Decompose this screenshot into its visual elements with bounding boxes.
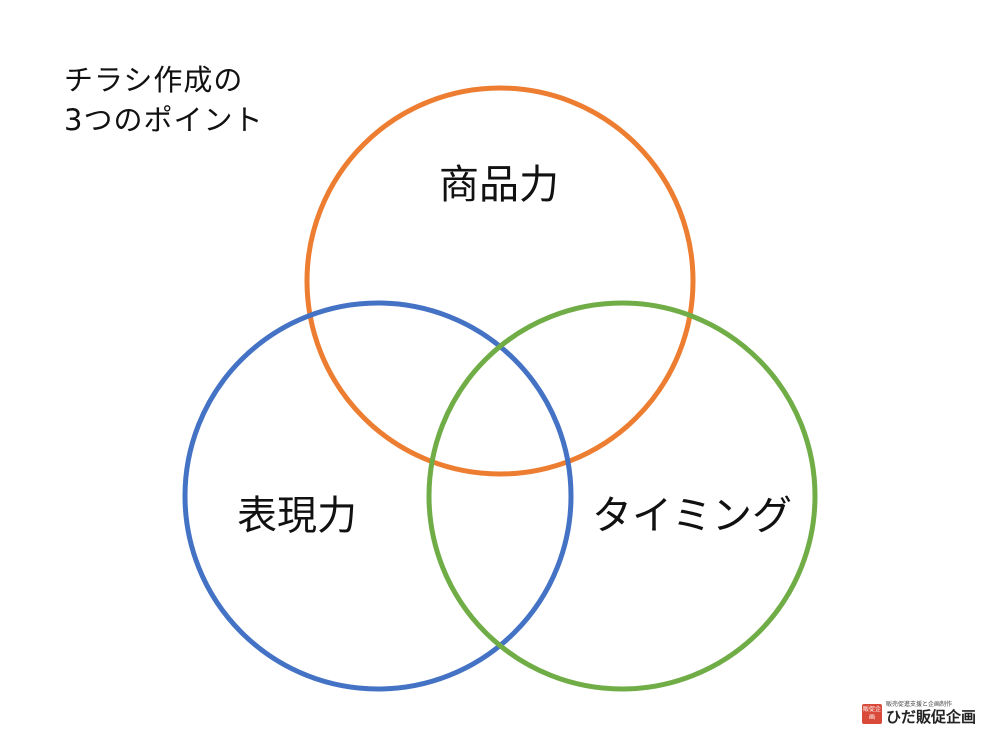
- logo-name: ひだ販促企画: [886, 708, 977, 726]
- circle-product: [304, 85, 696, 477]
- circle-timing: [426, 300, 818, 692]
- label-expression: 表現力: [237, 493, 357, 539]
- circle-expression: [182, 300, 574, 692]
- title-line-2: 3つのポイント: [64, 103, 264, 137]
- label-timing: タイミング: [592, 493, 792, 539]
- logo-seal: 販促企画: [862, 703, 882, 724]
- logo-text: 販売促進支援と企画制作 ひだ販促企画: [886, 702, 976, 725]
- company-logo: 販促企画 販売促進支援と企画制作 ひだ販促企画: [862, 702, 976, 725]
- logo-tagline: 販売促進支援と企画制作: [886, 701, 953, 708]
- label-product: 商品力: [439, 162, 559, 208]
- title-line-1: チラシ作成の: [64, 63, 244, 97]
- diagram-title: チラシ作成の 3つのポイント: [64, 60, 263, 140]
